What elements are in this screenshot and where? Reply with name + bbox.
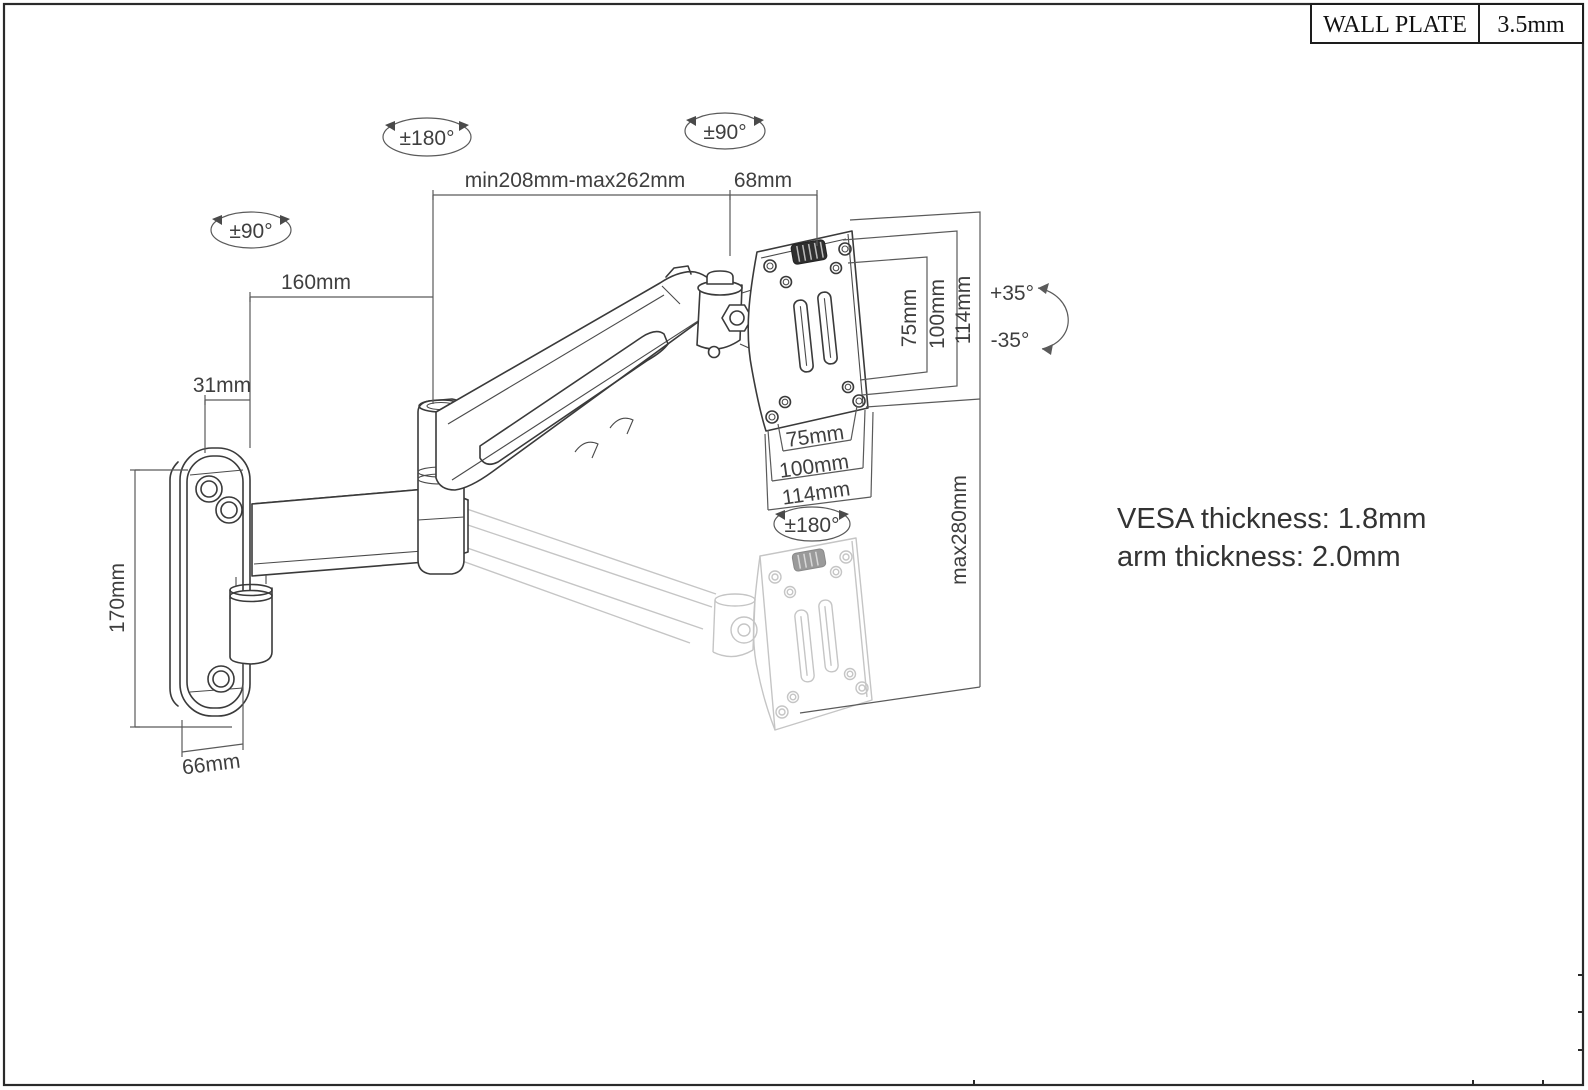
dim-pivot-depth: 68mm	[734, 169, 792, 192]
frame-ticks	[973, 974, 1583, 1085]
title-block-part: WALL PLATE	[1323, 12, 1467, 38]
dim-arm-length: 160mm	[281, 271, 351, 294]
title-block: WALL PLATE 3.5mm	[1310, 3, 1584, 44]
dimension-lines: min208mm-max262mm 68mm 160mm 31mm 170mm …	[106, 169, 1069, 780]
dim-vesa-height-114: 114mm	[952, 276, 975, 344]
dim-vesa-height-100: 100mm	[926, 279, 949, 349]
dim-extension-range: min208mm-max262mm	[465, 169, 686, 192]
rotation-vesa: ±180°	[785, 514, 840, 537]
dim-wall-offset: 31mm	[193, 374, 251, 397]
dim-plate-width: 66mm	[181, 750, 242, 780]
thumbscrew-knob	[790, 239, 828, 265]
dim-vesa-width-75: 75mm	[785, 421, 846, 452]
gas-spring-arm	[435, 265, 721, 491]
dim-vesa-width-114: 114mm	[781, 477, 852, 509]
rotation-tilt-up: +35°	[990, 282, 1034, 305]
title-block-value: 3.5mm	[1497, 12, 1565, 38]
rotation-tilt-down: -35°	[991, 329, 1030, 352]
wall-plate-drawing	[169, 447, 251, 717]
wall-hinge	[229, 575, 273, 665]
rotation-arm: ±180°	[400, 127, 455, 150]
rotation-base-swivel: ±90°	[229, 220, 272, 243]
dim-vesa-height-75: 75mm	[898, 289, 921, 347]
dim-height-range: max280mm	[948, 475, 971, 585]
ghost-lowered-arm	[437, 505, 758, 658]
vesa-plate	[747, 230, 869, 432]
rotation-head-swivel: ±90°	[703, 121, 746, 144]
ghost-vesa-plate	[752, 537, 873, 731]
rotation-symbols: ±90° ±180° ±90° ±180°	[210, 112, 851, 542]
dim-plate-height: 170mm	[106, 563, 129, 633]
note-arm-thickness: arm thickness: 2.0mm	[1117, 541, 1401, 573]
note-vesa-thickness: VESA thickness: 1.8mm	[1117, 503, 1426, 535]
ghost-thumbscrew-knob	[791, 548, 827, 572]
